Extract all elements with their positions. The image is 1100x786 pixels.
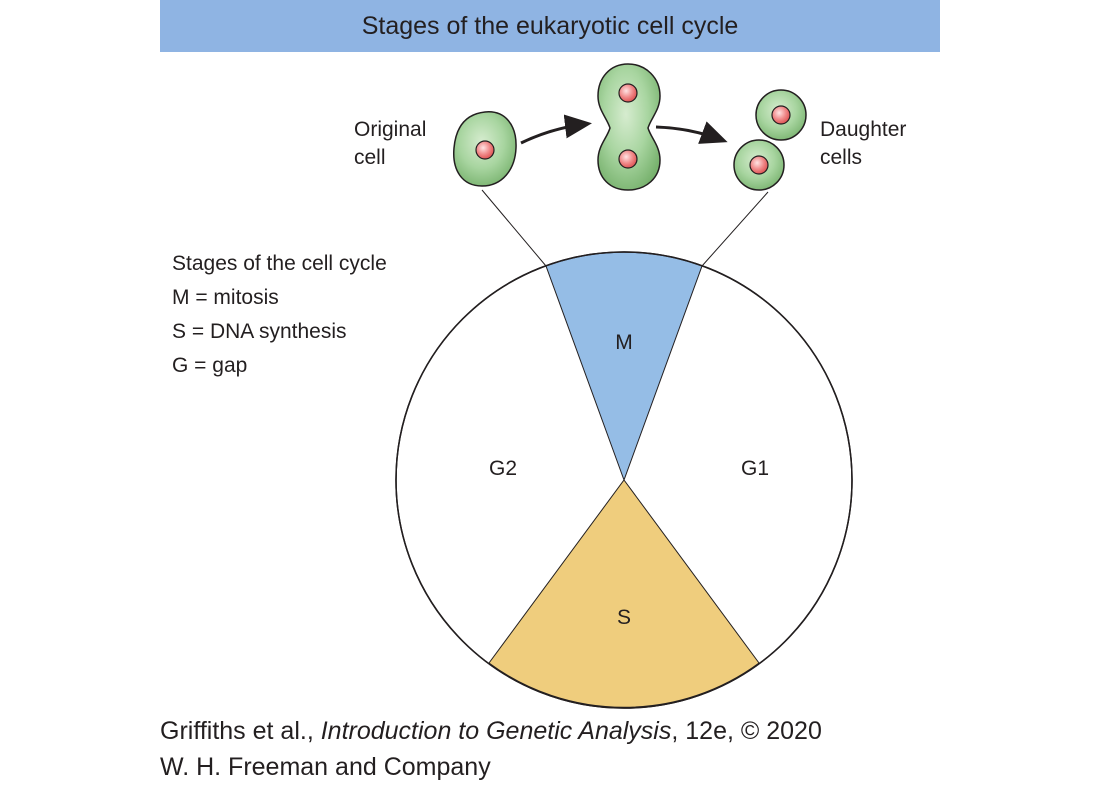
credit-line-2: W. H. Freeman and Company [160,752,491,782]
daughter-cells-label: Daughter cells [820,118,907,169]
legend-item-m: M = mitosis [172,286,279,309]
arrow-right-icon [520,114,592,145]
segment-label-g1: G1 [741,457,769,480]
leader-line-left [481,189,547,267]
leader-line-right [701,191,769,267]
arrow-right-icon [655,121,728,144]
original-cell-label: Original cell [354,118,427,169]
segment-label-m: M [615,331,633,354]
title-bar: Stages of the eukaryotic cell cycle [160,0,940,52]
daughter-cells-icon [733,89,807,191]
legend-heading: Stages of the cell cycle [172,252,387,275]
legend: Stages of the cell cycle M = mitosis S =… [172,252,387,388]
credit-authors: Griffiths et al., [160,717,321,745]
segment-label-g2: G2 [489,457,517,480]
original-cell-icon [453,111,517,187]
credit-line-1: Griffiths et al., Introduction to Geneti… [160,716,822,746]
s-sector [488,479,760,708]
legend-item-s: S = DNA synthesis [172,320,347,343]
credit-publisher: W. H. Freeman and Company [160,753,491,781]
segment-label-s: S [617,606,631,629]
credit-edition: , 12e, © 2020 [671,717,822,745]
legend-item-g: G = gap [172,354,248,377]
diagram-title: Stages of the eukaryotic cell cycle [361,11,739,40]
credit-book-title: Introduction to Genetic Analysis [320,717,672,745]
dividing-cell-icon [597,63,661,191]
